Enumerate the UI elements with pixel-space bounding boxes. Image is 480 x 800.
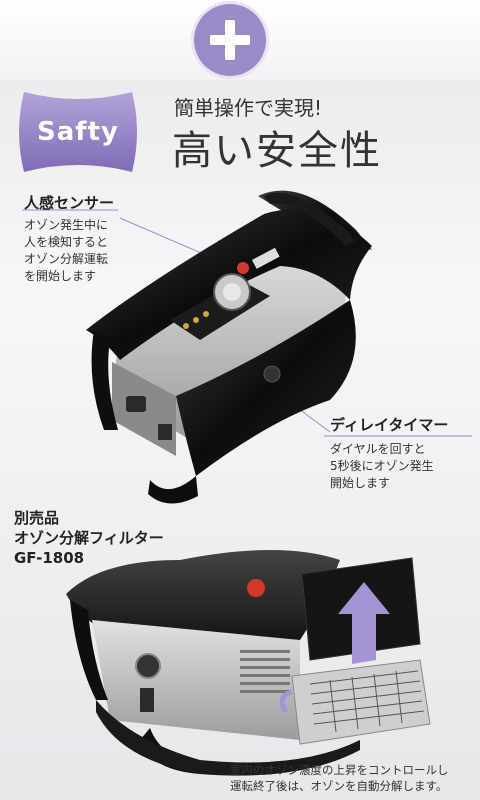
filter-caption: 室内のオゾン濃度の上昇をコントロールし 運転終了後は、オゾンを自動分解します。 (230, 763, 449, 793)
plus-icon (194, 4, 266, 76)
badge-text: Safty (37, 117, 119, 147)
timer-title: ディレイタイマー (330, 416, 449, 434)
logo-icon (237, 262, 249, 274)
ozone-generator-with-filter (66, 550, 431, 776)
sensor-description: オゾン発生中に 人を検知すると オゾン分解運転 を開始します (24, 218, 109, 283)
filter-label: 別売品 オゾン分解フィルター GF-1808 (14, 509, 164, 567)
logo-icon (247, 579, 265, 597)
rotate-arrow-icon (279, 689, 293, 714)
ozone-generator (86, 190, 372, 504)
up-arrow-icon (338, 582, 390, 664)
sensor-title: 人感センサー (24, 194, 115, 212)
safty-badge (19, 92, 137, 172)
timer-description: ダイヤルを回すと 5秒後にオゾン発生 開始します (330, 442, 434, 490)
subtitle: 簡単操作で実現! (174, 96, 323, 120)
page-title: 高い安全性 (172, 128, 382, 174)
